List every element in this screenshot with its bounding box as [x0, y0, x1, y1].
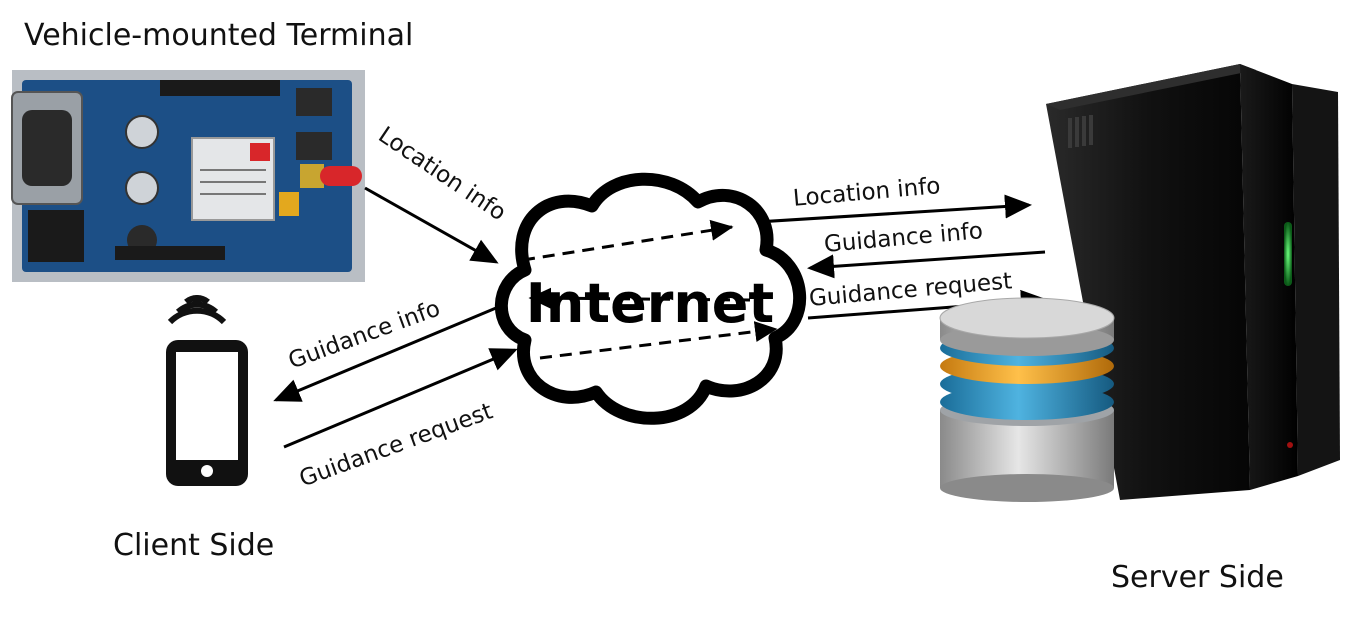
- server-side-title: Server Side: [1111, 560, 1284, 595]
- internet-label: Internet: [526, 272, 774, 335]
- smartphone-icon: [166, 295, 248, 486]
- vehicle-terminal-title: Vehicle-mounted Terminal: [24, 18, 414, 53]
- server-guidance-info-arrow: [807, 250, 1046, 279]
- server-location-arrow: [756, 194, 1032, 224]
- database-icon: [939, 297, 1115, 502]
- client-side-title: Client Side: [113, 528, 275, 563]
- dashed-guidance-info-flow: [528, 287, 751, 309]
- client-guidance-info-arrow: [273, 306, 497, 402]
- server-led: [1284, 222, 1292, 286]
- server-tower-icon: [1046, 64, 1340, 500]
- dashed-location-flow: [522, 219, 734, 262]
- client-guidance-request-arrow: [283, 348, 518, 449]
- vehicle-terminal-board: [11, 70, 365, 282]
- terminal-location-arrow: [364, 186, 499, 264]
